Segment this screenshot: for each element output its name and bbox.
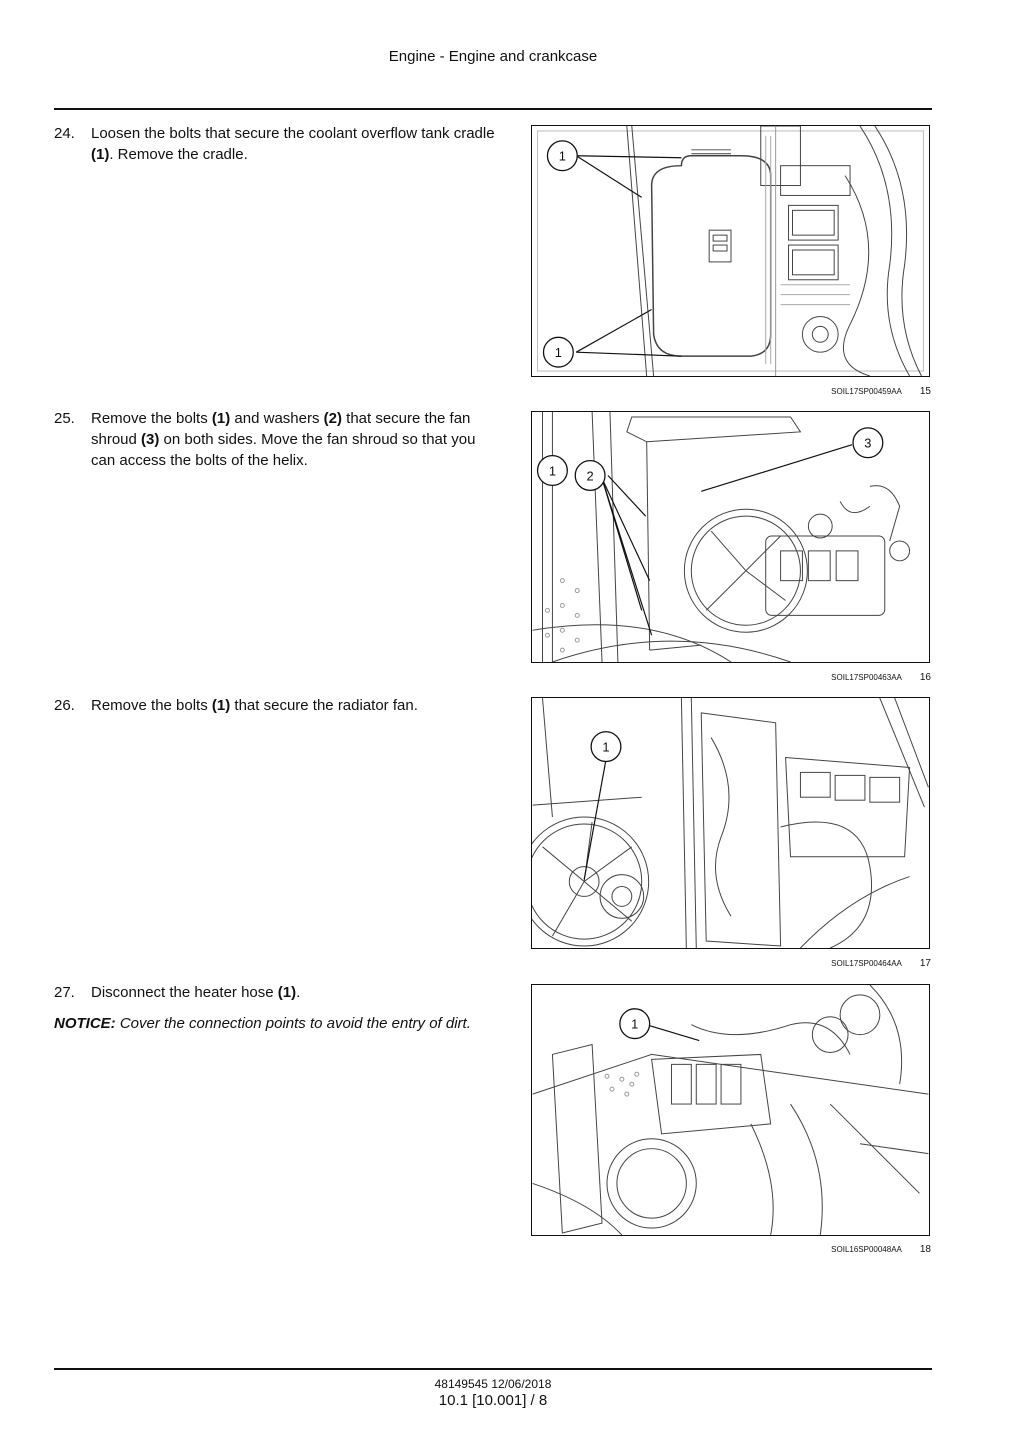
callout-1: 1 xyxy=(549,463,556,478)
figure-code: SOIL17SP00459AA xyxy=(831,387,902,396)
step-27: 27. Disconnect the heater hose (1). xyxy=(54,982,499,1003)
figure-code: SOIL16SP00048AA xyxy=(831,1245,902,1254)
step-number: 27. xyxy=(54,984,75,1001)
step-26: 26. Remove the bolts (1) that secure the… xyxy=(54,695,499,716)
figure-caption: SOIL17SP00464AA 17 xyxy=(531,958,931,969)
step-number: 26. xyxy=(54,697,75,714)
figure-index: 17 xyxy=(919,958,931,969)
notice: NOTICE: Cover the connection points to a… xyxy=(54,1013,499,1034)
step-text: Disconnect the heater hose (1). xyxy=(91,984,301,1001)
figure-index: 16 xyxy=(919,672,931,683)
figure-caption: SOIL16SP00048AA 18 xyxy=(531,1244,931,1255)
callout-1: 1 xyxy=(559,149,566,164)
figure-15-coolant-tank: 1 1 xyxy=(531,125,930,377)
figure-18-heater-hose: 1 xyxy=(531,984,930,1236)
step-25: 25. Remove the bolts (1) and washers (2)… xyxy=(54,408,499,471)
figure-caption: SOIL17SP00459AA 15 xyxy=(531,386,931,397)
footer-document-id: 48149545 12/06/2018 xyxy=(434,1377,552,1391)
step-text: Remove the bolts (1) that secure the rad… xyxy=(91,697,418,714)
figure-17-radiator-fan: 1 xyxy=(531,697,930,949)
step-text: Remove the bolts (1) and washers (2) tha… xyxy=(91,410,476,469)
callout-2: 2 xyxy=(587,468,594,483)
figure-index: 18 xyxy=(919,1244,931,1255)
figure-code: SOIL17SP00464AA xyxy=(831,959,902,968)
callout-1: 1 xyxy=(555,345,562,360)
figure-caption: SOIL17SP00463AA 16 xyxy=(531,672,931,683)
figure-index: 15 xyxy=(919,386,931,397)
footer-rule xyxy=(54,1368,932,1370)
callout-1: 1 xyxy=(602,740,609,755)
notice-label: NOTICE: xyxy=(54,1015,116,1032)
notice-text: Cover the connection points to avoid the… xyxy=(115,1015,471,1032)
callout-1: 1 xyxy=(631,1017,638,1032)
header-rule xyxy=(54,108,932,110)
page-header-title: Engine - Engine and crankcase xyxy=(388,48,598,65)
footer-page-number: 10.1 [10.001] / 8 xyxy=(438,1392,548,1409)
callout-3: 3 xyxy=(864,436,871,451)
step-number: 24. xyxy=(54,125,75,142)
figure-code: SOIL17SP00463AA xyxy=(831,673,902,682)
step-24: 24. Loosen the bolts that secure the coo… xyxy=(54,123,499,165)
step-text: Loosen the bolts that secure the coolant… xyxy=(91,125,495,163)
figure-16-fan-shroud: 1 2 3 xyxy=(531,411,930,663)
step-number: 25. xyxy=(54,410,75,427)
